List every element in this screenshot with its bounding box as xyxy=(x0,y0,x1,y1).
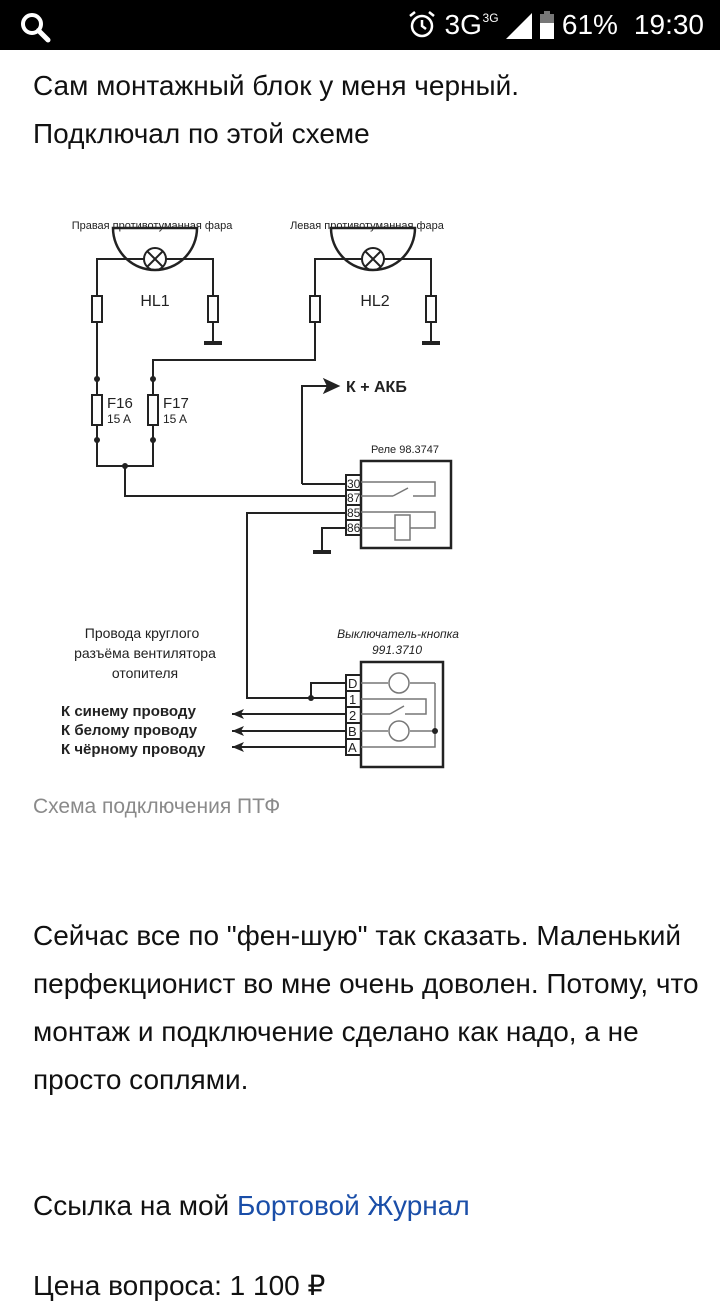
label-wire-white: К белому проводу xyxy=(61,722,198,739)
label-f17: F17 xyxy=(163,395,189,412)
relay-box xyxy=(359,459,453,550)
relay-pin-85: 85 xyxy=(347,506,361,520)
intro-text: Сам монтажный блок у меня черный. Подклю… xyxy=(33,70,520,149)
switch-led-top xyxy=(388,672,410,694)
label-battery: К + АКБ xyxy=(346,379,407,396)
label-switch-title: Выключатель-кнопка xyxy=(337,627,459,641)
connector xyxy=(309,295,321,323)
relay-pin-30: 30 xyxy=(347,477,361,491)
alarm-icon xyxy=(408,11,435,38)
switch-pin-2: 2 xyxy=(349,708,356,723)
figure-caption: Схема подключения ПТФ xyxy=(33,795,281,818)
connector xyxy=(425,295,437,323)
relay-pin-87: 87 xyxy=(347,491,361,505)
label-switch-model: 991.3710 xyxy=(372,643,422,657)
connector xyxy=(207,295,219,323)
link-paragraph: Ссылка на мой Бортовой Журнал xyxy=(33,1182,470,1230)
label-f17-rating: 15 A xyxy=(163,412,187,426)
label-wire-blue: К синему проводу xyxy=(61,703,197,720)
label-heater-1: Провода круглого xyxy=(85,625,200,641)
battery-icon xyxy=(539,11,554,39)
switch-pin-a: A xyxy=(348,740,357,755)
label-f16: F16 xyxy=(107,395,133,412)
search-icon[interactable] xyxy=(18,10,52,44)
fuse-f17 xyxy=(147,394,159,426)
clock: 19:30 xyxy=(633,9,704,40)
connector xyxy=(91,295,103,323)
fuse-f16 xyxy=(91,394,103,426)
battery-percent: 61% xyxy=(561,9,618,40)
label-right-lamp: Правая противотуманная фара xyxy=(72,220,234,232)
link-prefix: Ссылка на мой xyxy=(33,1190,237,1221)
label-heater-2: разъёма вентилятора xyxy=(74,645,216,661)
cutoff-text: Цена вопроса: 1 100 ₽ xyxy=(33,1270,326,1301)
label-f16-rating: 15 A xyxy=(107,412,131,426)
signal-icon xyxy=(505,13,532,39)
label-relay: Реле 98.3747 xyxy=(371,444,439,456)
label-left-lamp: Левая противотуманная фара xyxy=(290,220,445,232)
label-wire-black: К чёрному проводу xyxy=(61,741,206,758)
label-heater-3: отопителя xyxy=(112,665,178,681)
wiring-diagram[interactable]: Правая противотуманная фара Левая против… xyxy=(50,205,470,770)
relay-pin-86: 86 xyxy=(347,521,361,535)
switch-pin-1: 1 xyxy=(349,692,356,707)
switch-pin-b: B xyxy=(348,724,357,739)
switch-led-bottom xyxy=(388,720,410,742)
label-hl1: HL1 xyxy=(140,293,169,310)
body-text: Сейчас все по "фен-шую" так сказать. Мал… xyxy=(33,920,699,1095)
switch-pin-d: D xyxy=(348,676,357,691)
label-hl2: HL2 xyxy=(360,293,389,310)
logbook-link[interactable]: Бортовой Журнал xyxy=(236,1190,470,1221)
